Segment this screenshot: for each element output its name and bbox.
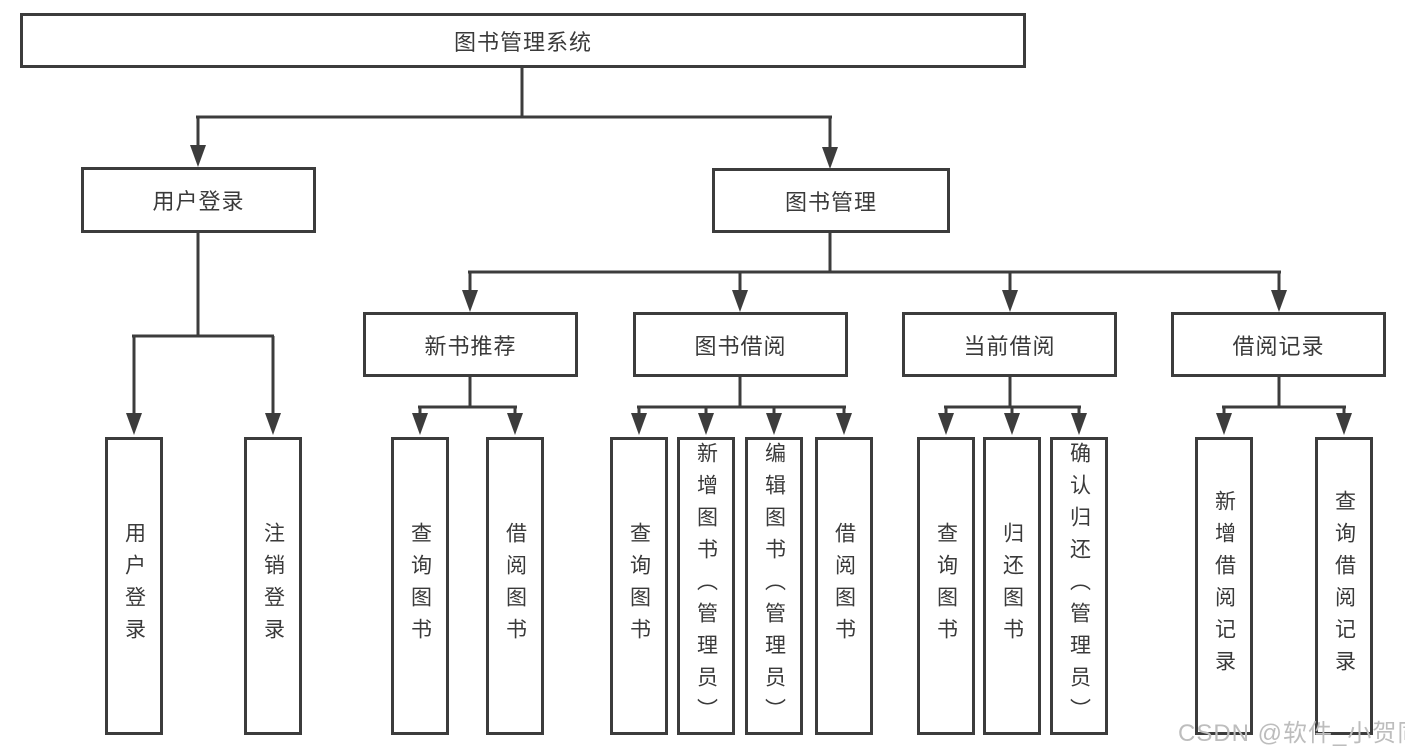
leaf-edit-books-admin: 编辑图书（管理员） (745, 437, 803, 735)
leaf-label: 编辑图书（管理员） (762, 442, 786, 730)
arrow-down-icon (836, 413, 852, 435)
arrow-down-icon (732, 290, 748, 312)
arrow-down-icon (1216, 413, 1232, 435)
node-current-borrow: 当前借阅 (902, 312, 1117, 377)
leaf-query-borrow-record: 查询借阅记录 (1315, 437, 1373, 735)
leaf-label: 确认归还（管理员） (1067, 442, 1091, 730)
arrow-down-icon (766, 413, 782, 435)
arrow-down-icon (507, 413, 523, 435)
leaf-label: 借阅图书 (832, 522, 856, 650)
node-root-system: 图书管理系统 (20, 13, 1026, 68)
node-user-login: 用户登录 (81, 167, 316, 233)
node-new-book-recommend: 新书推荐 (363, 312, 578, 377)
arrow-down-icon (412, 413, 428, 435)
leaf-logout: 注销登录 (244, 437, 302, 735)
arrow-down-icon (462, 290, 478, 312)
node-book-management: 图书管理 (712, 168, 950, 233)
leaf-query-books-borrow: 查询图书 (610, 437, 668, 735)
arrow-down-icon (1002, 290, 1018, 312)
leaf-label: 归还图书 (1000, 522, 1024, 650)
leaf-user-login: 用户登录 (105, 437, 163, 735)
arrow-down-icon (265, 413, 281, 435)
arrow-down-icon (938, 413, 954, 435)
leaf-label: 注销登录 (261, 522, 285, 650)
leaf-return-books: 归还图书 (983, 437, 1041, 735)
leaf-add-books-admin: 新增图书（管理员） (677, 437, 735, 735)
leaf-confirm-return-admin: 确认归还（管理员） (1050, 437, 1108, 735)
arrow-down-icon (1336, 413, 1352, 435)
leaf-borrow-books-recommend: 借阅图书 (486, 437, 544, 735)
csdn-watermark: CSDN @软件_小贺同学 (1178, 720, 1405, 747)
arrow-down-icon (1271, 290, 1287, 312)
connector-lines (132, 68, 1346, 414)
arrow-down-icon (1004, 413, 1020, 435)
node-borrow-record: 借阅记录 (1171, 312, 1386, 377)
arrow-down-icon (631, 413, 647, 435)
node-book-borrow: 图书借阅 (633, 312, 848, 377)
leaf-label: 新增借阅记录 (1212, 490, 1236, 682)
arrow-down-icon (698, 413, 714, 435)
leaf-label: 查询图书 (934, 522, 958, 650)
arrow-down-icon (822, 147, 838, 169)
arrow-down-icon (1071, 413, 1087, 435)
leaf-query-books-current: 查询图书 (917, 437, 975, 735)
arrowhead-icons (126, 145, 1352, 435)
leaf-label: 用户登录 (122, 522, 146, 650)
leaf-borrow-books: 借阅图书 (815, 437, 873, 735)
leaf-add-borrow-record: 新增借阅记录 (1195, 437, 1253, 735)
arrow-down-icon (190, 145, 206, 167)
leaf-label: 查询图书 (408, 522, 432, 650)
leaf-label: 查询借阅记录 (1332, 490, 1356, 682)
leaf-label: 新增图书（管理员） (694, 442, 718, 730)
leaf-query-books-recommend: 查询图书 (391, 437, 449, 735)
leaf-label: 借阅图书 (503, 522, 527, 650)
arrow-down-icon (126, 413, 142, 435)
leaf-label: 查询图书 (627, 522, 651, 650)
